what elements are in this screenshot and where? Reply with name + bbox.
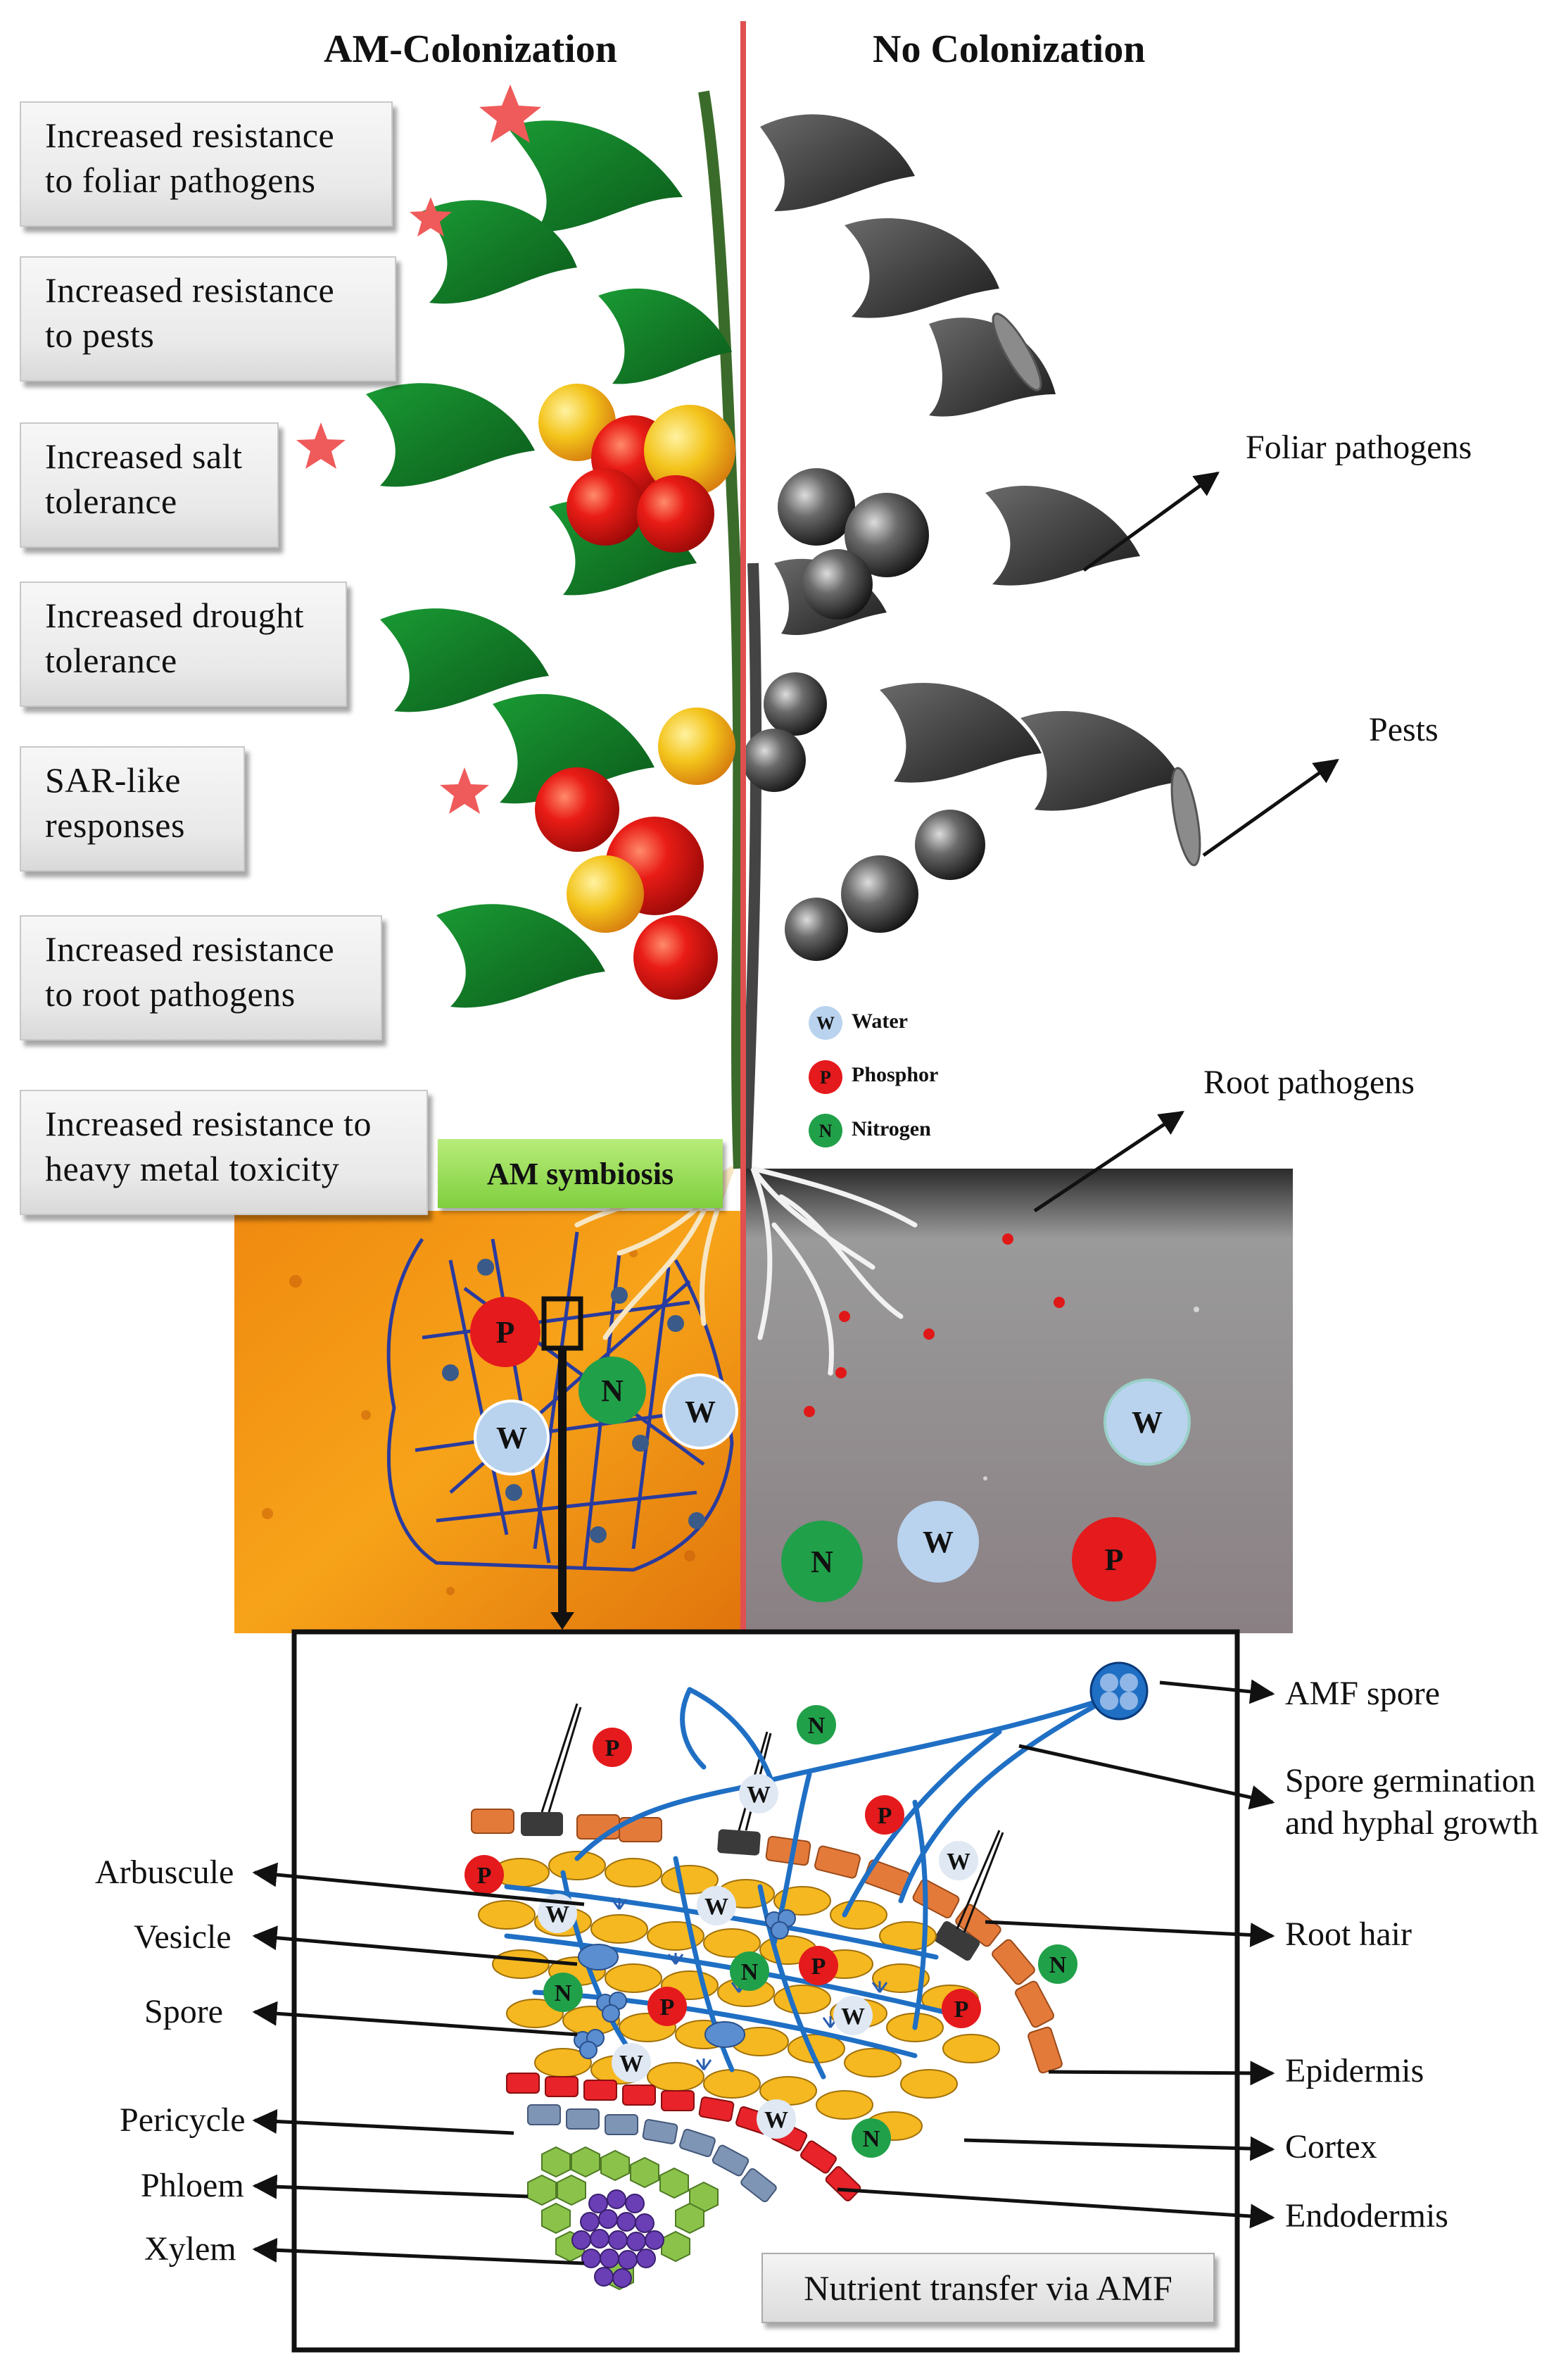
svg-text:N: N <box>555 1980 572 2006</box>
svg-text:W: W <box>496 1421 527 1455</box>
benefit-heavy-metal: Increased resistance to heavy metal toxi… <box>20 1090 428 1215</box>
svg-text:N: N <box>601 1373 624 1408</box>
svg-text:N: N <box>1049 1952 1067 1978</box>
root-cross-section <box>471 1661 1149 2291</box>
svg-text:N: N <box>863 2126 880 2152</box>
legend-symbols: W P N <box>809 1006 842 1148</box>
label-spore-germination: Spore germination and hyphal growth <box>1285 1762 1538 1842</box>
svg-text:W: W <box>704 1894 728 1920</box>
svg-text:W: W <box>947 1849 970 1875</box>
svg-text:W: W <box>619 2051 643 2077</box>
svg-text:W: W <box>545 1901 569 1928</box>
svg-text:N: N <box>808 1713 826 1739</box>
svg-text:W: W <box>1132 1405 1163 1440</box>
header-no-colonization: No Colonization <box>873 27 1146 71</box>
label-endodermis: Endodermis <box>1285 2197 1448 2234</box>
label-pericycle: Pericycle <box>120 2101 246 2139</box>
label-spore: Spore <box>144 1993 223 2030</box>
nutrient-transfer-caption: Nutrient transfer via AMF <box>761 2253 1215 2323</box>
label-vesicle: Vesicle <box>134 1918 232 1956</box>
diseased-foliage <box>760 114 1182 811</box>
benefit-salt-tolerance: Increased salt tolerance <box>20 422 279 548</box>
svg-text:P: P <box>496 1315 515 1350</box>
am-symbiosis-label: AM symbiosis <box>438 1139 723 1208</box>
label-phloem: Phloem <box>141 2167 244 2204</box>
benefit-foliar-pathogens: Increased resistance to foliar pathogens <box>20 101 393 227</box>
cross-section-nutrients: P N W P W P W W N P N P W P W W N N <box>464 1705 1077 2158</box>
svg-text:N: N <box>819 1121 833 1141</box>
svg-text:N: N <box>741 1959 759 1985</box>
label-foliar-pathogens: Foliar pathogens <box>1246 429 1472 466</box>
label-cortex: Cortex <box>1285 2128 1377 2165</box>
svg-text:P: P <box>477 1863 492 1889</box>
benefit-root-pathogens: Increased resistance to root pathogens <box>20 915 382 1040</box>
label-arbuscule: Arbuscule <box>95 1854 234 1891</box>
label-epidermis: Epidermis <box>1285 2052 1424 2089</box>
svg-text:P: P <box>1105 1542 1124 1577</box>
benefit-drought-tolerance: Increased drought tolerance <box>20 581 347 707</box>
label-xylem: Xylem <box>144 2230 236 2268</box>
label-amf-spore: AMF spore <box>1285 1675 1441 1712</box>
header-am-colonization: AM-Colonization <box>324 27 617 71</box>
svg-text:P: P <box>605 1735 620 1761</box>
svg-text:W: W <box>685 1395 716 1429</box>
svg-text:W: W <box>816 1013 835 1033</box>
label-root-pathogens: Root pathogens <box>1203 1064 1415 1101</box>
svg-text:P: P <box>811 1954 826 1980</box>
legend-nitrogen-text: Nitrogen <box>852 1117 931 1140</box>
label-root-hair: Root hair <box>1285 1916 1412 1953</box>
benefit-stars <box>296 84 541 814</box>
svg-text:P: P <box>660 1994 675 2020</box>
svg-text:P: P <box>820 1067 831 1088</box>
soil-nutrients: P N W W W N W P <box>470 1297 1191 1602</box>
benefit-sar-responses: SAR-like responses <box>20 746 245 872</box>
svg-text:N: N <box>811 1545 833 1579</box>
label-pests: Pests <box>1369 711 1439 748</box>
benefit-pests: Increased resistance to pests <box>20 256 396 382</box>
legend-water-text: Water <box>852 1010 908 1033</box>
svg-text:P: P <box>878 1803 892 1829</box>
svg-text:P: P <box>954 1997 969 2023</box>
svg-text:W: W <box>747 1782 771 1808</box>
svg-text:W: W <box>764 2107 788 2133</box>
svg-text:W: W <box>841 2004 865 2030</box>
legend-phosphor-text: Phosphor <box>852 1063 939 1086</box>
svg-text:W: W <box>923 1525 954 1559</box>
amf-spore <box>1089 1661 1149 1721</box>
